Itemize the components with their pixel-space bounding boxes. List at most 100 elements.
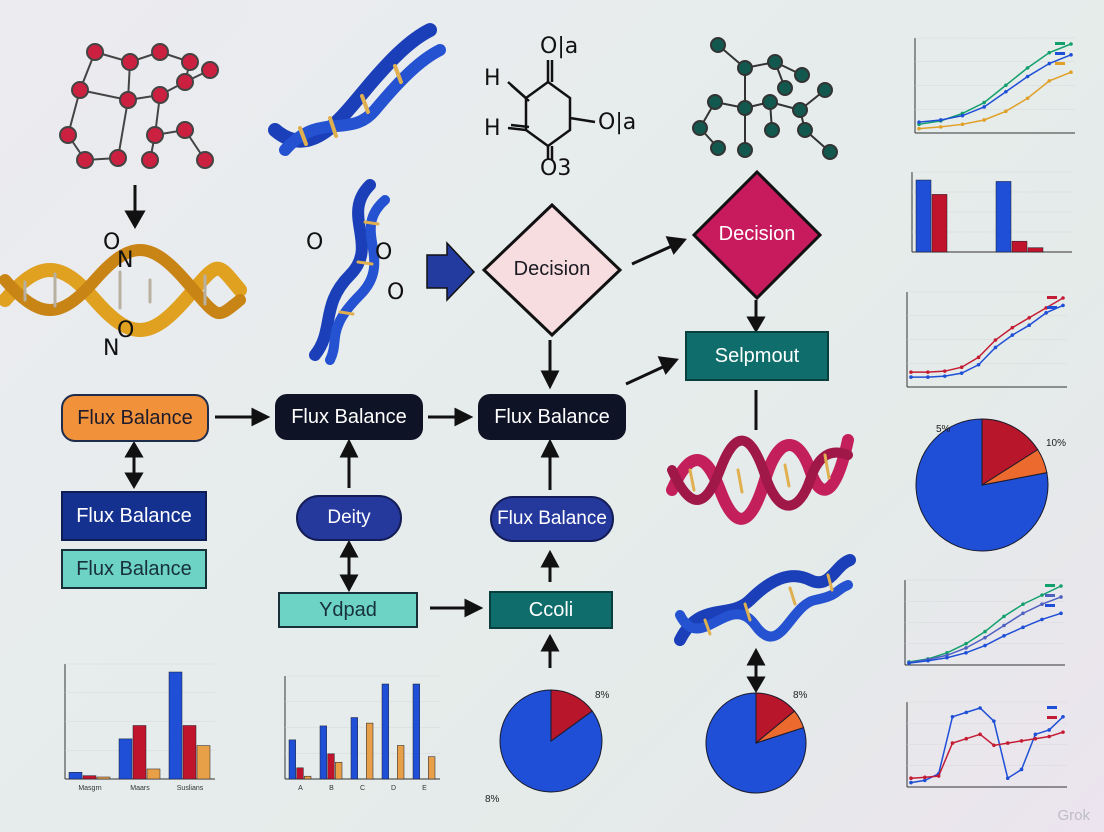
chart-right-2-bar-0-0 [915,179,932,253]
flux-balance-navy-node[interactable]: Flux Balance [61,491,207,541]
chart-right-3-series-1-point-3 [959,371,964,375]
blue-helix-mid [309,179,390,365]
chart-right-1-series-1-point-3 [982,105,986,109]
block-arrow-icon [426,241,476,302]
chart-right-6-legend-swatch-1 [1047,716,1057,719]
deity-node[interactable]: Deity [296,495,402,541]
chart-right-6-series-0-point-1 [923,778,927,783]
blue-helix-lower [674,554,856,646]
chart-right-2-bar-1-1 [1011,240,1028,253]
chart-bottom-2-bar-0-4 [412,683,420,780]
chart-right-5-series-0-point-7 [1040,593,1044,597]
decision-diamond-1-shape [481,202,623,338]
chart-right-1-series-1-point-6 [1047,61,1052,66]
chart-right-3-series-1-line [911,304,1064,378]
pie-center-label-bottom: 8% [485,794,500,805]
chart-right-6-series-0-point-0 [909,780,913,785]
chart-right-5-series-1-point-8 [1059,595,1063,599]
chart-right-6-series-1-point-8 [1019,739,1024,743]
chart-bottom-2-category-label-3: D [391,785,396,792]
chart-right-6-series-1-point-4 [964,736,969,741]
chart-right-3-series-0-point-1 [926,370,930,374]
chart-center-right-slice-2 [755,710,805,744]
yellow-helix [0,244,247,337]
chart-right-6-series-1-point-9 [1033,736,1038,741]
chart-right-5-legend-swatch-1 [1045,594,1055,597]
chart-bottom-2-bar-2-3 [397,745,405,780]
chart-right-1-series-1-point-4 [1004,89,1008,94]
chart-right-6-series-1-point-10 [1047,734,1051,739]
chart-right-3-legend-swatch-0 [1047,296,1057,299]
selpmout-node[interactable]: Selpmout [685,331,829,381]
ydpad-node[interactable]: Ydpad [278,592,418,628]
magenta-helix [666,434,854,525]
flux-balance-dark-node-2[interactable]: Flux Balance [478,394,626,440]
chart-right-6-series-0-point-5 [978,706,982,710]
chart-right-5-series-2-point-0 [907,661,911,665]
chart-bottom-2-category-label-1: B [329,785,334,792]
chart-right-6-series-0-point-6 [992,719,996,723]
decision-node-1[interactable]: Decision [513,258,591,280]
chart-bottom-1-bar-1-2 [182,725,197,780]
chart-bottom-1-bar-0-2 [168,671,183,780]
chart-right-6-series-0-point-8 [1019,767,1024,772]
arrow-down-1 [124,185,146,230]
decision-node-2[interactable]: Decision [718,223,796,245]
chart-bottom-1-bar-2-0 [96,776,111,780]
chart-center-slice-1 [550,689,593,742]
pie-right-label-right: 10% [1046,438,1067,449]
chart-right-6-series-0-point-3 [950,714,955,719]
chart-bottom-2-bar-2-4 [428,756,436,780]
watermark: Grok [1057,807,1090,824]
chart-bottom-1-bar-2-1 [146,768,161,780]
chart-right-3-series-0-point-2 [942,369,947,373]
flux-balance-teal-node[interactable]: Flux Balance [61,549,207,589]
chart-right-3-series-0-point-0 [909,370,913,374]
chart-right-5-legend-swatch-2 [1045,604,1055,607]
chart-bottom-2-category-label-4: E [422,785,427,792]
chart-right-5-series-0-point-6 [1021,602,1025,607]
chart-right-1-series-1-line [918,54,1072,123]
chart-right-5-series-1-point-5 [1002,623,1006,628]
pie-center-right-label: 8% [793,690,808,701]
chart-right-1-series-2-line [918,71,1072,130]
mid-helix-label-o2: O [375,240,393,265]
chart-bottom-1-bar-1-0 [82,775,97,780]
chart-right-5-series-2-point-1 [926,658,930,663]
chart-right-4-slice-1 [981,418,1039,486]
chart-right-6-series-1-point-2 [936,774,941,778]
chart-right-1-series-2-point-1 [938,125,943,129]
chart-bottom-1-category-label-2: Suslians [177,785,204,792]
chart-right-6-series-1-point-11 [1061,730,1065,734]
chart-right-5-series-2-point-4 [983,643,987,648]
chart-right-6-legend-swatch-0 [1047,706,1057,709]
chart-right-3-series-1-point-1 [926,375,930,379]
chart-right-1-series-0-point-5 [1025,66,1030,70]
chart-right-6-series-1-line [910,731,1064,779]
flux-balance-orange-node[interactable]: Flux Balance [61,394,209,442]
chart-right-3-series-1-point-0 [909,375,913,379]
chart-right-4-slice-2 [981,448,1048,486]
ring-label-h-top: H [484,66,501,91]
chart-right-3-series-0-point-3 [959,365,964,370]
chart-right-1-series-1-point-5 [1025,74,1030,79]
chart-right-5-series-2-point-8 [1059,611,1063,616]
chart-right-1-series-2-point-5 [1025,96,1030,101]
chart-bottom-2-bar-2-0 [304,775,312,780]
flux-balance-pill-node[interactable]: Flux Balance [490,496,614,542]
chart-right-2-bar-0-1 [995,181,1012,253]
chart-right-2-bar-1-0 [931,194,948,253]
chart-right-2-bar-2-1 [1027,247,1044,253]
chart-right-6-series-0-point-4 [964,710,969,715]
chart-right-3-series-0-point-7 [1027,315,1032,320]
ccoli-node[interactable]: Ccoli [489,591,613,629]
chart-right-5-series-2-point-6 [1021,625,1025,630]
chart-bottom-2-bar-2-2 [366,722,374,780]
chart-right-6-series-1-point-7 [1005,741,1010,745]
chart-right-1-series-1-point-2 [960,113,965,118]
ring-label-h-bottom: H [484,116,501,141]
flux-balance-dark-node-1[interactable]: Flux Balance [275,394,423,440]
flow-arrows [124,236,766,693]
decision-diamond-2-shape [691,169,823,301]
